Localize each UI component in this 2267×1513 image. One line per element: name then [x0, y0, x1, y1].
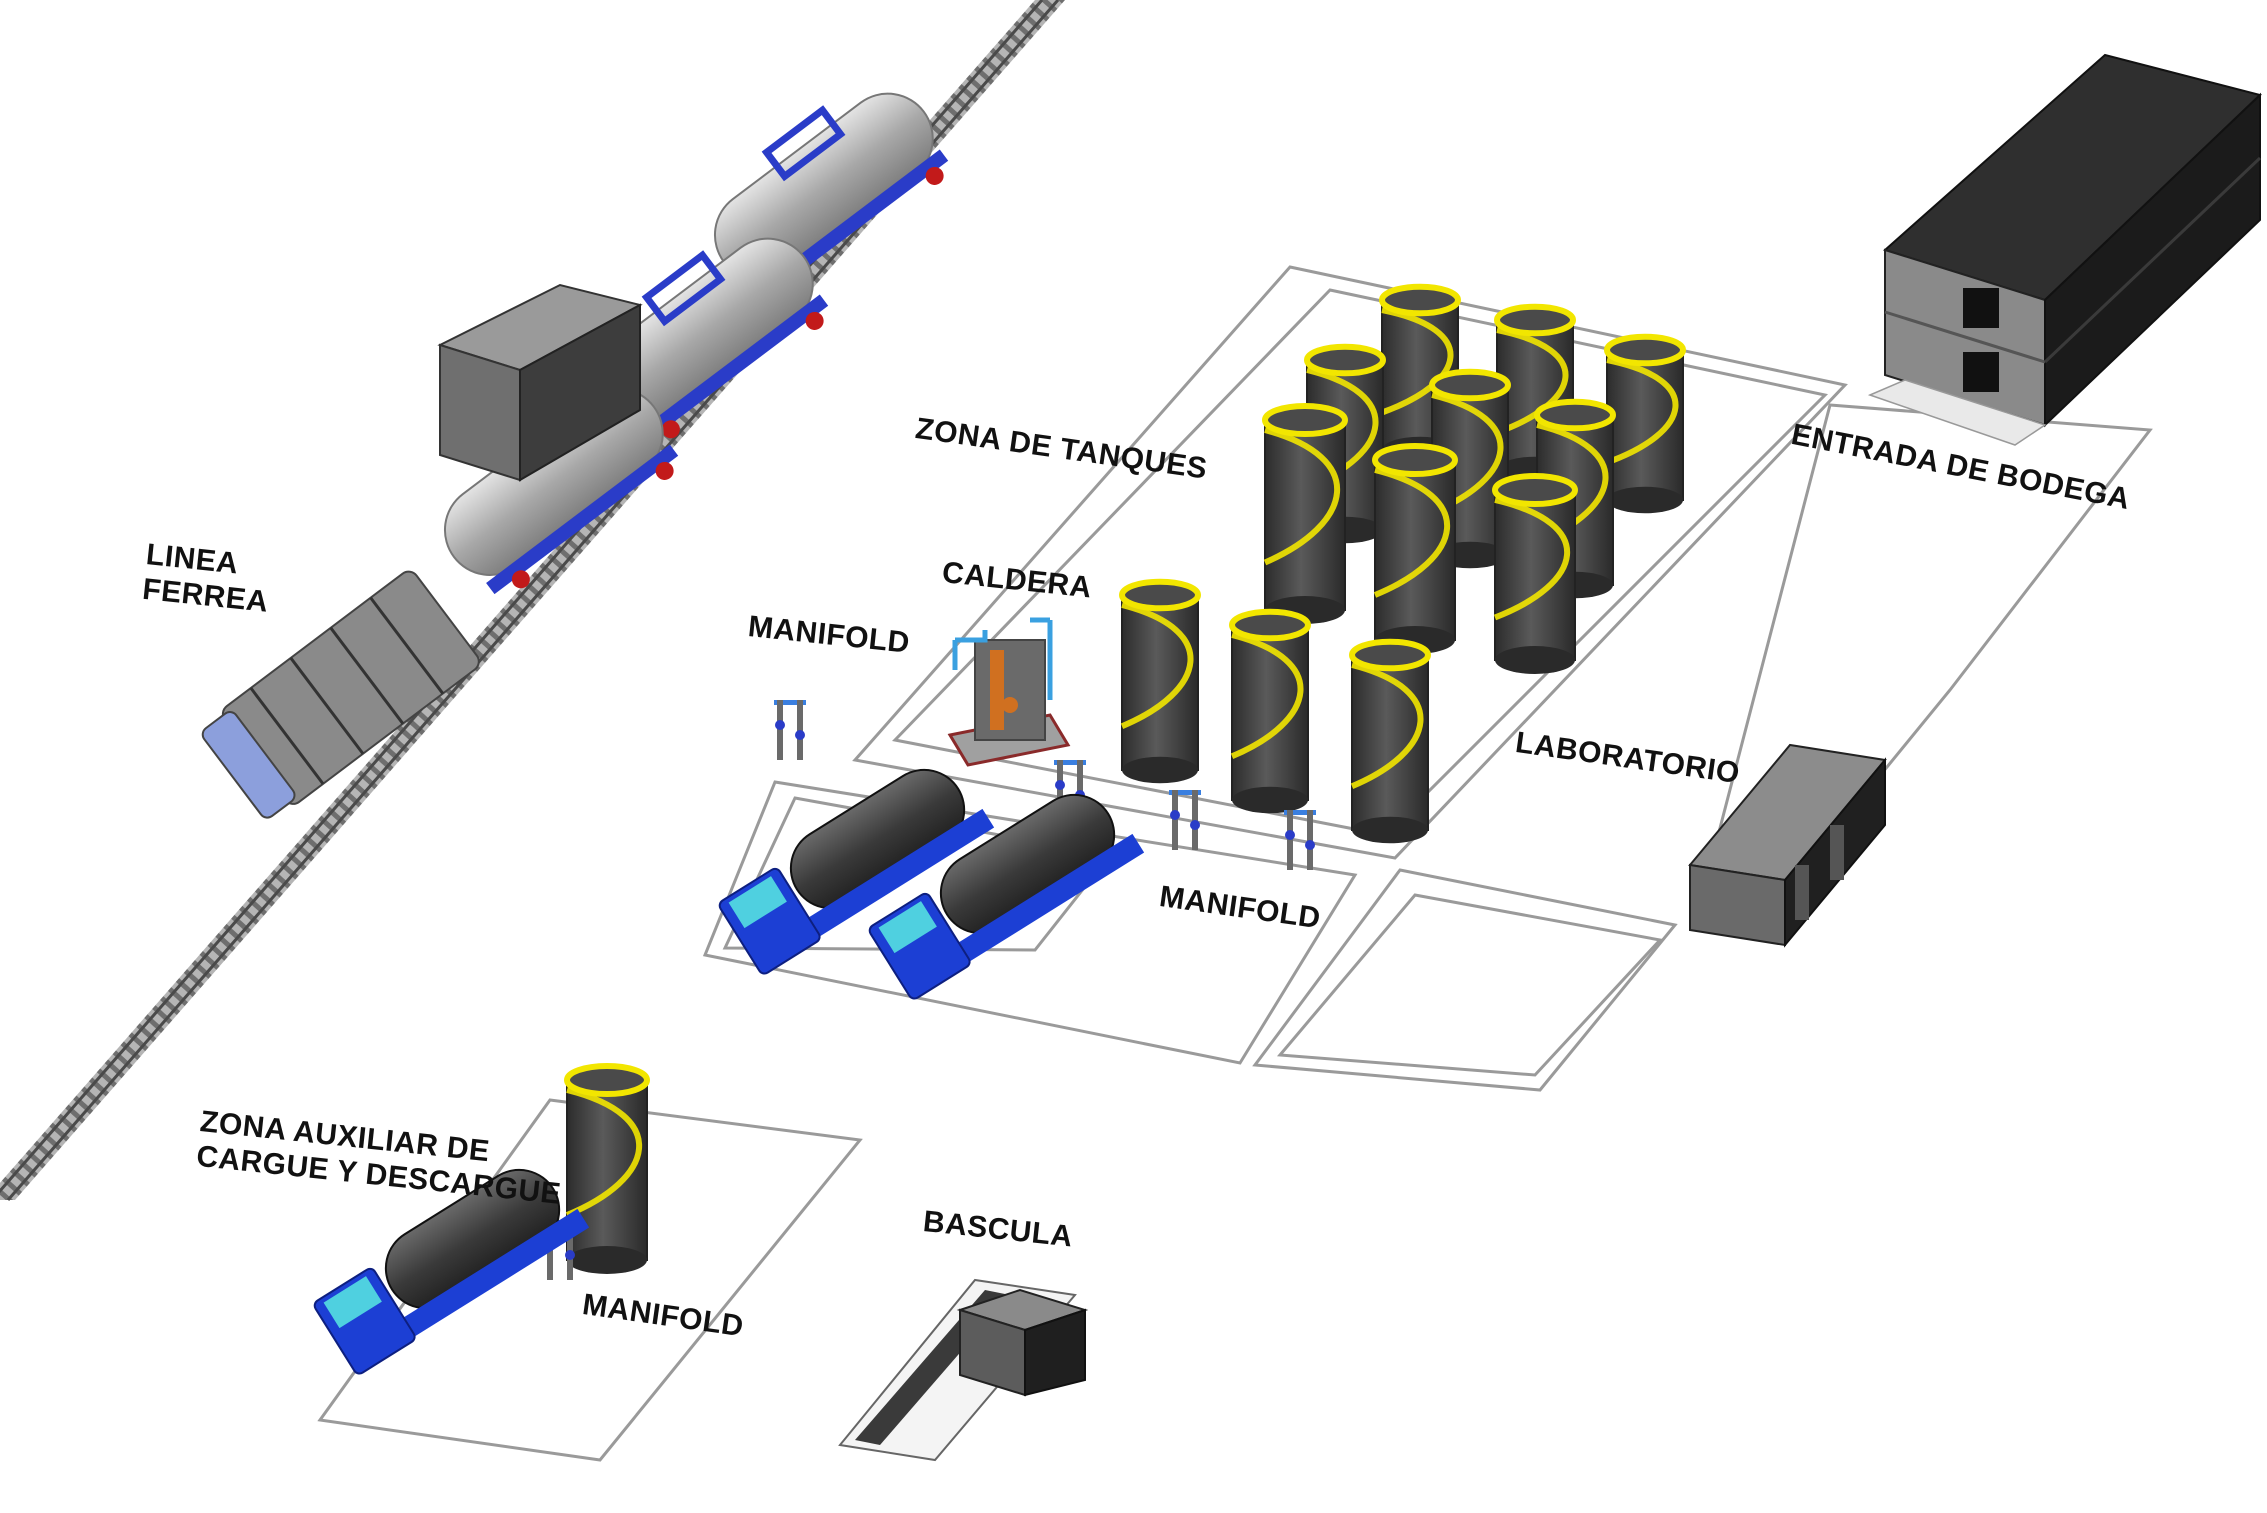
storage-tank-icon: [1604, 333, 1686, 514]
storage-tank-icon: [1349, 638, 1431, 844]
storage-tank-icon: [1372, 443, 1458, 654]
tanker-truck-icon: [718, 768, 995, 975]
manifold-unit: [774, 700, 806, 760]
storage-tank-icon: [1229, 608, 1311, 814]
locomotive-icon: [201, 570, 480, 819]
storage-tank-icon: [1262, 403, 1348, 624]
warehouse-icon: [1867, 53, 2262, 446]
tanker-trucks: [313, 768, 1145, 1375]
tanker-truck-icon: [868, 793, 1145, 1000]
lab-building-icon: [1688, 743, 1887, 948]
manifold-unit: [1284, 810, 1316, 870]
rail-shed-icon: [437, 283, 643, 482]
label-linea-ferrea: LINEA FERREA: [141, 538, 274, 620]
scale-icon: [838, 1278, 1089, 1462]
boiler-icon: [947, 617, 1071, 767]
storage-tank-icon: [1119, 578, 1201, 784]
tanker-truck-icon: [313, 1168, 590, 1375]
storage-tank-icon: [1492, 473, 1578, 674]
tank-farm: [564, 283, 1686, 1274]
storage-tank-icon: [564, 1063, 650, 1274]
manifold-unit: [1169, 790, 1201, 850]
